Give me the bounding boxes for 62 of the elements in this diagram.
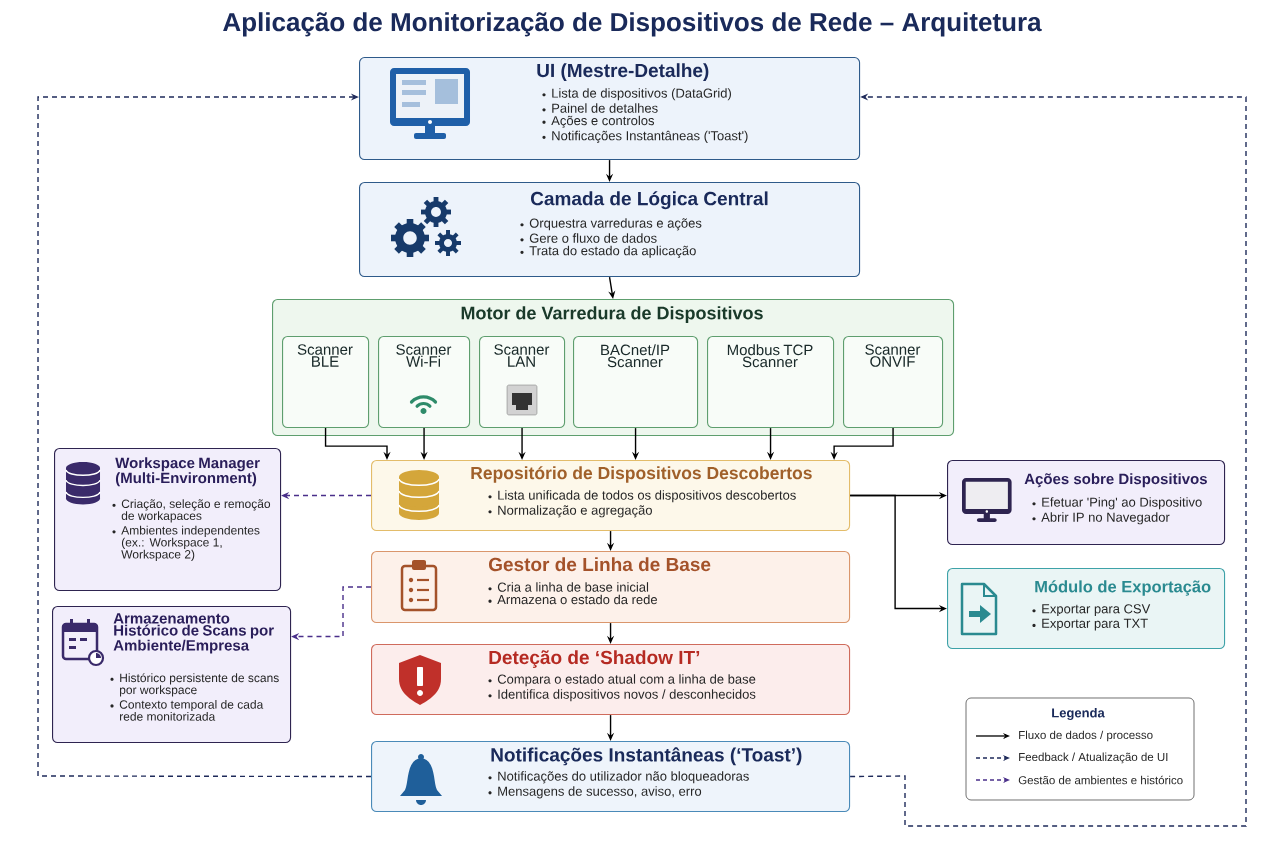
module-box bbox=[947, 460, 1226, 546]
bullet-item: Criação, seleção e remoção de workapaces bbox=[112, 499, 271, 523]
bullet-item: Efetuar 'Ping' ao Dispositivo bbox=[1032, 497, 1202, 510]
scanner-box bbox=[282, 336, 370, 429]
box-heading: Scanner BLE bbox=[297, 344, 353, 367]
scanner-box bbox=[479, 336, 566, 429]
bullet-item: Ações e controlos bbox=[542, 115, 655, 128]
box-heading: Workspace Manager (Multi-Environment) bbox=[115, 457, 260, 487]
bullet-item: Exportar para TXT bbox=[1032, 618, 1148, 631]
bullet-item: Orquestra varreduras e ações bbox=[520, 218, 702, 231]
scanner-box bbox=[378, 336, 471, 429]
scanner-box bbox=[707, 336, 835, 429]
box-heading: UI (Mestre-Detalhe) bbox=[537, 63, 709, 81]
bullet-item: Lista unificada de todos os dispositivos descobertos bbox=[488, 490, 796, 503]
bullet-item: Cria a linha de base inicial bbox=[488, 582, 649, 592]
process-box bbox=[371, 741, 851, 813]
bullet-item: Abrir IP no Navegador bbox=[1032, 512, 1170, 525]
box-heading: Camada de Lógica Central bbox=[531, 191, 768, 210]
process-box bbox=[359, 182, 861, 278]
module-box bbox=[947, 568, 1226, 650]
bullet-item: Trata do estado da aplicação bbox=[520, 245, 696, 258]
diagram-title: Aplicação de Monitorização de Dispositivos de Rede – Arquitetura bbox=[223, 12, 1042, 37]
module-box bbox=[52, 606, 292, 744]
box-heading: Módulo de Exportação bbox=[1035, 580, 1211, 596]
box-heading: Notificações Instantâneas (‘Toast’) bbox=[491, 747, 802, 766]
box-heading: Scanner ONVIF bbox=[865, 344, 921, 367]
box-heading: Gestor de Linha de Base bbox=[489, 557, 711, 572]
box-heading: Modbus TCP Scanner bbox=[727, 344, 813, 368]
bullet-item: Armazena o estado da rede bbox=[488, 594, 658, 605]
dashed-arrow bbox=[37, 93, 372, 778]
process-box bbox=[371, 551, 851, 624]
module-box bbox=[54, 448, 282, 592]
box-heading: Deteção de ‘Shadow IT’ bbox=[489, 650, 700, 668]
box-heading: Scanner Wi-Fi bbox=[396, 344, 452, 367]
bullet-item: Notificações Instantâneas ('Toast') bbox=[542, 130, 748, 143]
bullet-item: Painel de detalhes bbox=[542, 103, 658, 113]
bullet-item: Mensagens de sucesso, aviso, erro bbox=[488, 786, 702, 799]
legend-entry: Feedback / Atualização de UI bbox=[975, 752, 1168, 764]
box-heading: BACnet/IP Scanner bbox=[601, 344, 670, 368]
bullet-item: Histórico persistente de scans por workspace bbox=[110, 673, 279, 697]
bullet-item: Normalização e agregação bbox=[488, 505, 652, 518]
box-heading: Scanner LAN bbox=[494, 344, 550, 367]
scanner-box bbox=[573, 336, 699, 429]
process-box bbox=[371, 460, 851, 532]
scanner-box bbox=[843, 336, 944, 429]
bullet-item: Exportar para CSV bbox=[1032, 604, 1151, 616]
process-box bbox=[371, 644, 851, 716]
legend-title: Legenda bbox=[1052, 707, 1105, 721]
bullet-item: Identifica dispositivos novos / desconhecidos bbox=[488, 689, 756, 702]
process-box bbox=[359, 57, 861, 161]
legend-entry: Gestão de ambientes e histórico bbox=[975, 775, 1183, 785]
bullet-item: Compara o estado atual com a linha de base bbox=[488, 674, 756, 687]
box-heading: Armazenamento Histórico de Scans por Ambiente/Empresa bbox=[113, 613, 274, 654]
bullet-item: Gere o fluxo de dados bbox=[520, 233, 657, 243]
legend-entry: Fluxo de dados / processo bbox=[975, 730, 1153, 742]
box-heading: Ações sobre Dispositivos bbox=[1024, 473, 1207, 488]
bullet-item: Contexto temporal de cada rede monitorizada bbox=[110, 699, 264, 721]
box-heading: Motor de Varredura de Dispositivos bbox=[461, 306, 763, 323]
bullet-item: Notificações do utilizador não bloqueadoras bbox=[488, 771, 749, 784]
bullet-item: Ambientes independentes (ex.: Workspace 1, Workspace 2) bbox=[112, 525, 260, 561]
bullet-item: Lista de dispositivos (DataGrid) bbox=[542, 88, 731, 101]
box-heading: Repositório de Dispositivos Descobertos bbox=[471, 466, 812, 483]
